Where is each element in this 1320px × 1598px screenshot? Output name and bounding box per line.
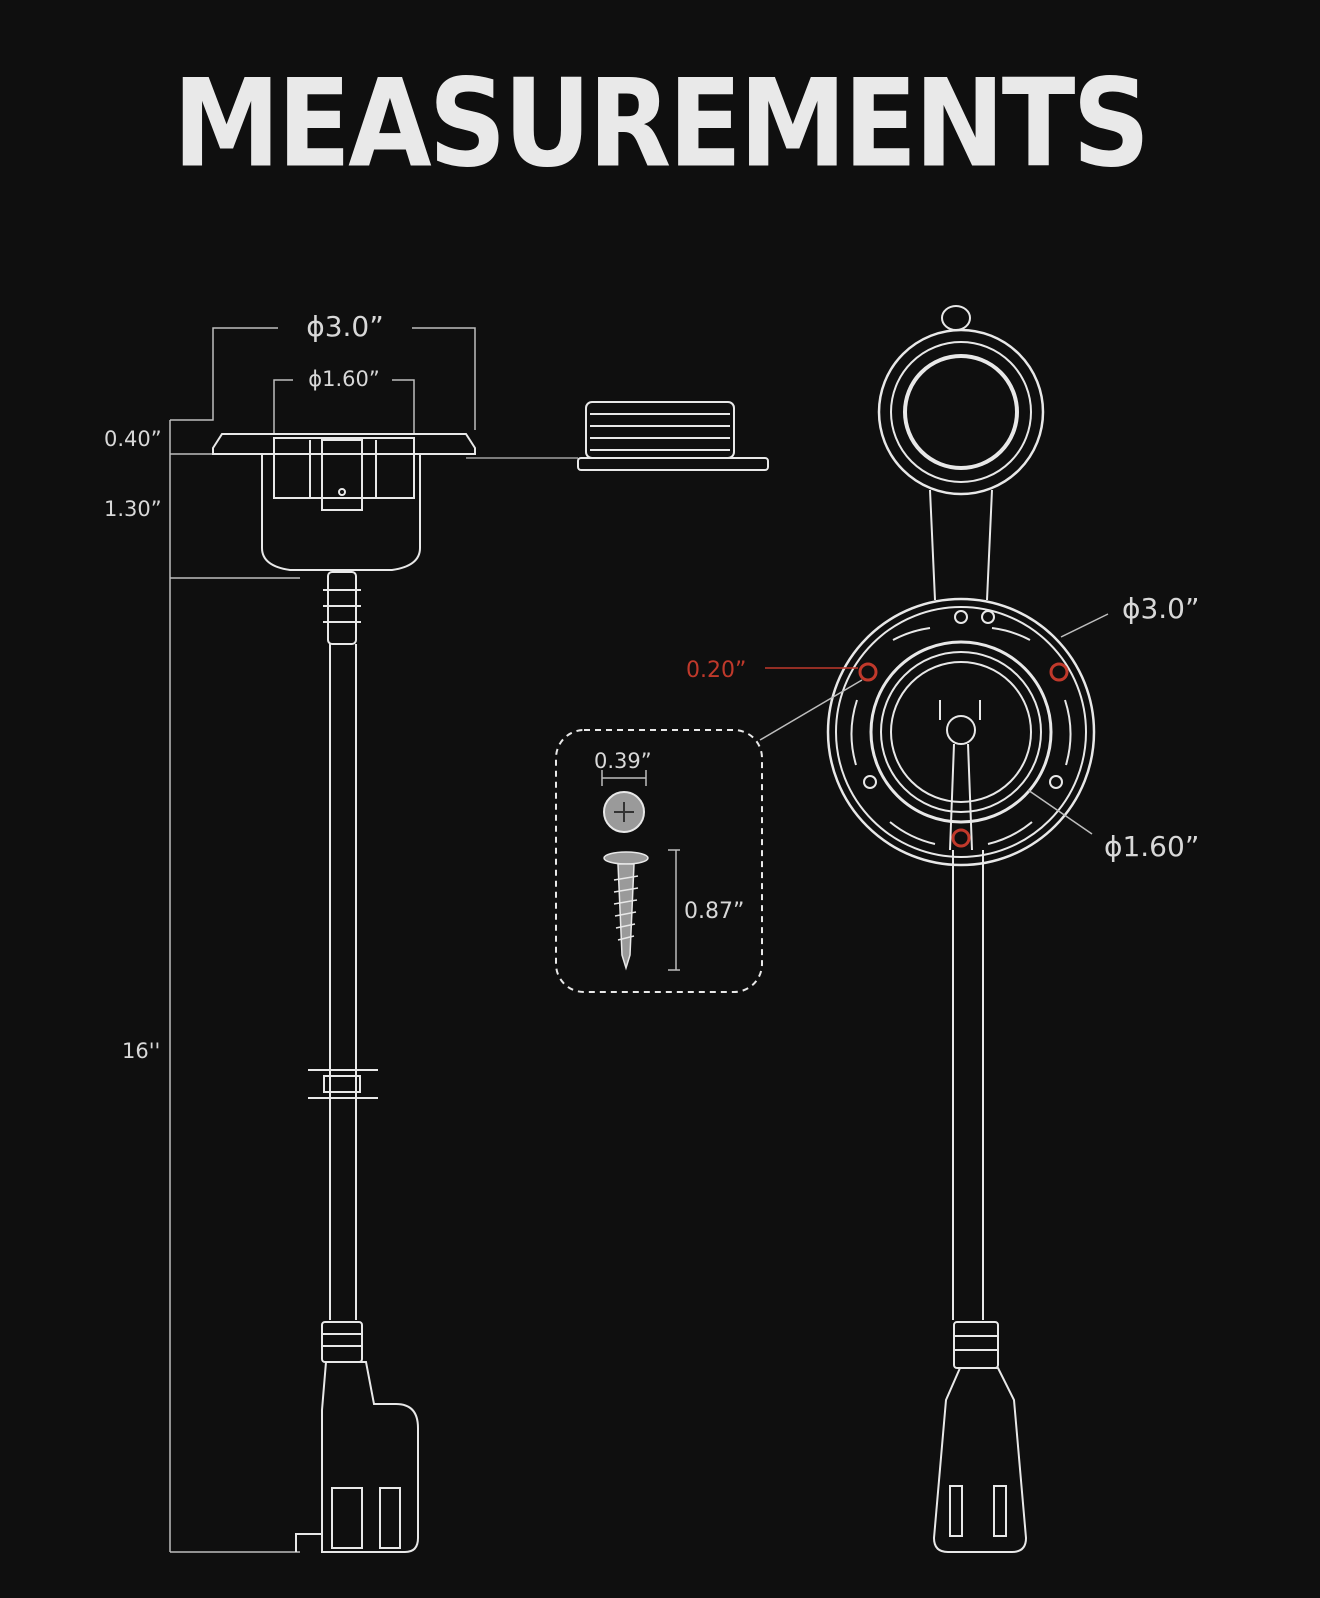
cord-side-view <box>308 571 378 1320</box>
hole-size-label: 0.20” <box>686 658 746 683</box>
top-inner-diameter-label: ϕ1.60” <box>1104 830 1199 863</box>
screw-length-label: 0.87” <box>684 899 744 924</box>
body-height-label: 1.30” <box>104 497 162 521</box>
top-view-leaders <box>759 613 1109 835</box>
cord-top-view <box>932 850 1028 1553</box>
receptacle-side-view <box>212 433 476 571</box>
page-title: MEASUREMENTS <box>172 54 1150 195</box>
receptacle-top-view <box>826 597 1096 867</box>
side-outer-diameter-label: ϕ3.0” <box>306 310 384 343</box>
cap-top-view <box>877 305 1045 601</box>
screw-head-width-label: 0.39” <box>594 749 652 773</box>
flange-height-label: 0.40” <box>104 427 162 451</box>
plug-side-view <box>295 1321 419 1553</box>
cord-length-label: 16'' <box>122 1039 160 1063</box>
cap-side-view <box>466 401 769 471</box>
top-outer-diameter-label: ϕ3.0” <box>1122 592 1200 625</box>
mounting-holes <box>858 662 1069 848</box>
side-inner-diameter-label: ϕ1.60” <box>308 367 380 391</box>
screw-side-icon <box>603 851 649 971</box>
screw-callout <box>555 729 763 993</box>
screw-head-icon <box>603 791 645 833</box>
side-dimension-lines <box>169 327 476 1553</box>
